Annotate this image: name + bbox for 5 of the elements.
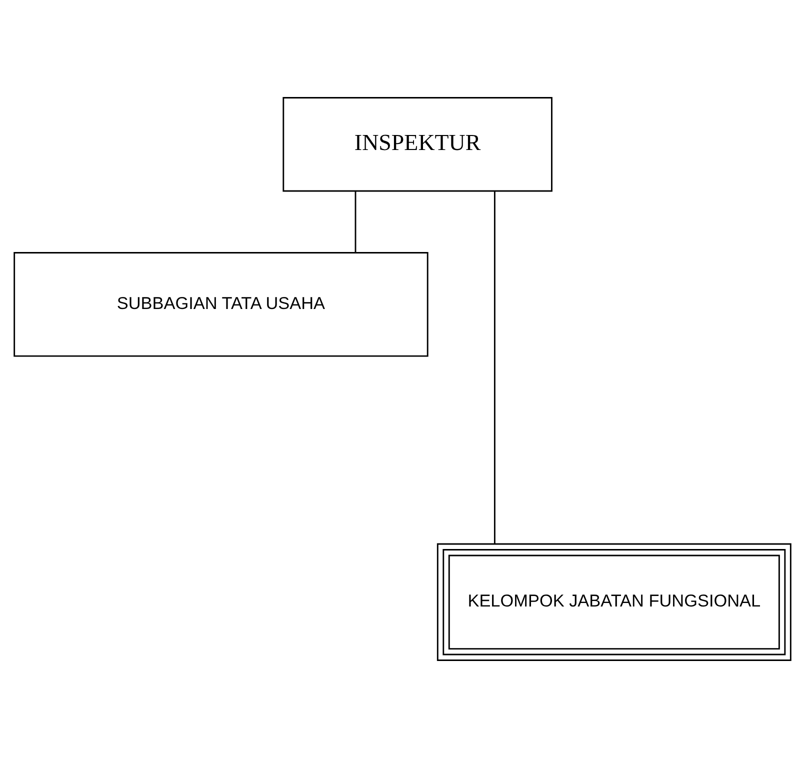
node-box: KELOMPOK JABATAN FUNGSIONAL (436, 542, 792, 660)
node-box: SUBBAGIAN TATA USAHA (14, 252, 428, 356)
connector (494, 190, 496, 544)
node-box: INSPEKTUR (282, 96, 552, 192)
connector (354, 190, 356, 252)
